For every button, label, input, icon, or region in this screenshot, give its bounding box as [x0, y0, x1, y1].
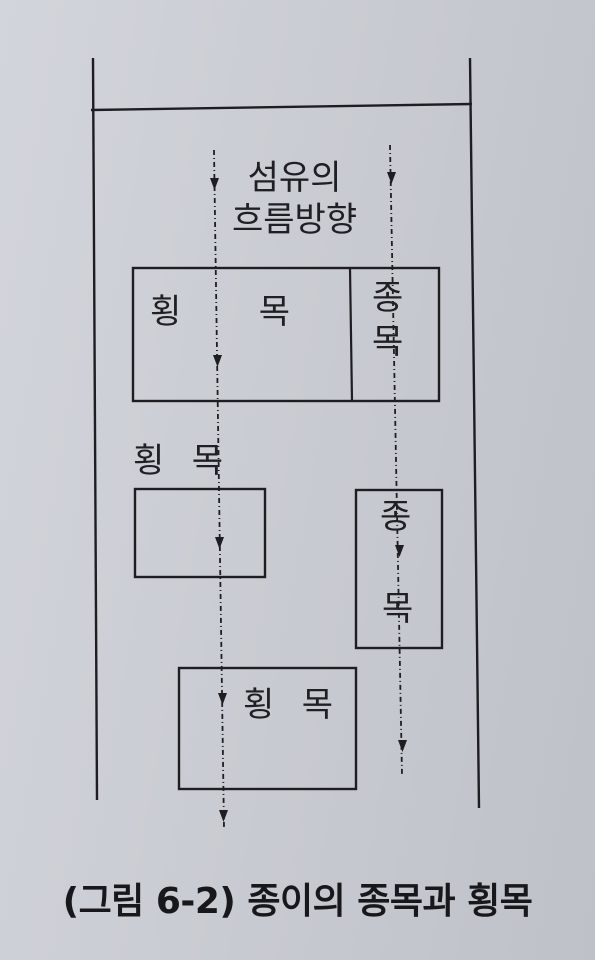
grain-line-right: [389, 144, 403, 776]
arrow-icon: [395, 545, 404, 557]
top-sheet-vertical-label: 종 목: [372, 276, 403, 364]
top-sheet-divider: [348, 267, 354, 402]
arrow-icon: [215, 537, 224, 549]
label-char: 횡: [243, 685, 275, 725]
arrow-icon: [398, 740, 407, 752]
middle-right-sheet: [354, 488, 444, 650]
arrow-icon: [219, 810, 228, 822]
label-char: 횡: [133, 441, 165, 481]
arrow-icon: [387, 172, 396, 184]
label-char: 횡: [150, 292, 182, 332]
web-top-edge: [90, 102, 473, 112]
middle-left-label: 횡 목: [133, 444, 223, 478]
grain-arrows: [210, 172, 407, 822]
arrow-icon: [213, 355, 222, 367]
label-char: 목: [372, 322, 404, 362]
arrow-icon: [210, 178, 219, 190]
top-sheet-box: [131, 266, 441, 403]
figure-caption: (그림 6-2) 종이의 종목과 횡목: [62, 881, 533, 922]
grain-label-line1: 섬유의: [247, 158, 342, 198]
arrow-icon: [218, 693, 227, 705]
middle-right-label-bottom: 목: [382, 589, 414, 629]
middle-left-sheet: [133, 487, 267, 579]
grain-label-line2: 흐름방향: [232, 200, 358, 240]
web-right-edge: [468, 57, 481, 809]
grain-direction-label: 섬유의 흐름방향: [232, 157, 357, 241]
web-left-edge: [91, 57, 99, 801]
label-char: 목: [191, 441, 223, 481]
bottom-sheet-label: 횡 목: [243, 688, 333, 722]
top-sheet-horizontal-label: 횡 목: [150, 295, 290, 329]
label-char: 종: [372, 278, 404, 318]
middle-right-label-top: 종: [380, 497, 412, 537]
label-char: 목: [258, 292, 290, 332]
label-char: 목: [301, 685, 333, 725]
bottom-sheet: [177, 666, 358, 791]
